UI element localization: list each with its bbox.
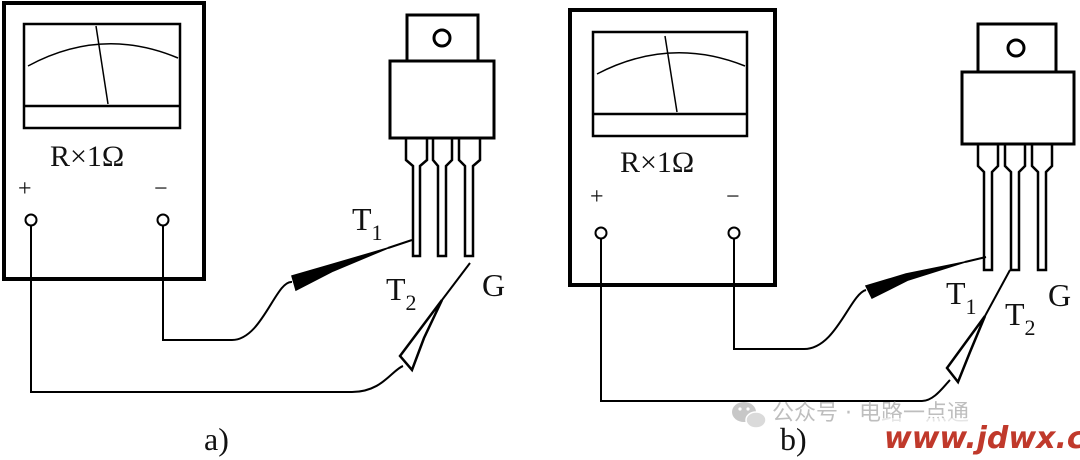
white-probe-a bbox=[30, 226, 471, 393]
triac-a bbox=[388, 13, 496, 258]
t1-label-a: T1 bbox=[352, 201, 383, 245]
jack-minus-b bbox=[727, 226, 741, 240]
range-label-a: R×1Ω bbox=[50, 140, 124, 173]
wechat-icon bbox=[732, 402, 767, 429]
meter-needle-b bbox=[664, 35, 678, 113]
panel-b: R×1Ω + − T1 T2 G b) bbox=[568, 8, 1076, 457]
t1-label-b: T1 bbox=[946, 275, 977, 319]
jack-plus-b bbox=[594, 226, 608, 240]
site-watermark: www.jdwx.cn bbox=[880, 418, 1080, 456]
black-probe-b bbox=[733, 239, 987, 350]
jack-minus-a bbox=[156, 213, 170, 227]
plus-label-a: + bbox=[18, 176, 32, 202]
g-label-a: G bbox=[482, 267, 505, 303]
minus-label-a: − bbox=[154, 176, 168, 202]
white-probe-b bbox=[600, 239, 1011, 402]
multimeter-a: R×1Ω + − bbox=[2, 1, 206, 281]
meter-scale-arc-a bbox=[27, 43, 179, 67]
site-watermark-text: www.jdwx.cn bbox=[884, 421, 1080, 456]
meter-scale-arc-b bbox=[596, 52, 746, 75]
meter-face-a bbox=[22, 22, 182, 130]
panel-a: R×1Ω + − T1 T2 G bbox=[2, 1, 505, 457]
minus-label-b: − bbox=[726, 184, 740, 210]
meter-face-b bbox=[591, 30, 749, 138]
multimeter-b: R×1Ω + − bbox=[568, 8, 777, 287]
t2-label-a: T2 bbox=[386, 271, 417, 315]
caption-a: a) bbox=[204, 421, 229, 457]
meter-needle-a bbox=[95, 25, 109, 105]
range-label-b: R×1Ω bbox=[620, 146, 694, 179]
t2-label-b: T2 bbox=[1005, 296, 1036, 340]
jack-plus-a bbox=[24, 213, 38, 227]
g-label-b: G bbox=[1048, 277, 1071, 313]
caption-b: b) bbox=[780, 421, 807, 457]
triac-b bbox=[960, 22, 1076, 272]
black-probe-a bbox=[162, 226, 413, 341]
plus-label-b: + bbox=[590, 184, 604, 210]
